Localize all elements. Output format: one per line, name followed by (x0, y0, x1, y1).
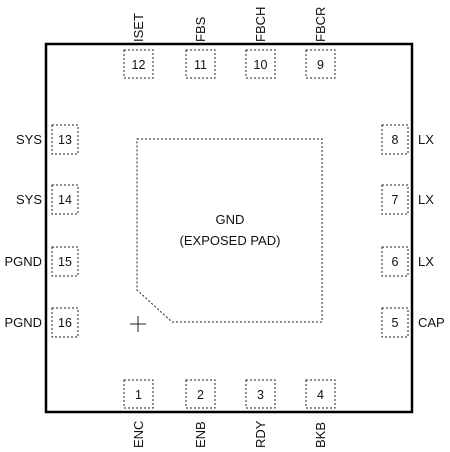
exposed-pad-label-sub: (EXPOSED PAD) (180, 233, 281, 248)
pin-name: ISET (131, 13, 146, 42)
pin-16: 16 PGND (4, 307, 79, 338)
pin-number: 6 (392, 255, 399, 269)
pin-number: 2 (197, 388, 204, 402)
pin-13: 13 SYS (16, 124, 79, 155)
exposed-pad-label-gnd: GND (216, 212, 245, 227)
pin-name: FBCH (253, 7, 268, 42)
pin-number: 10 (254, 58, 268, 72)
pin-14: 14 SYS (16, 184, 79, 215)
pin-name: RDY (253, 420, 268, 448)
pin-name: LX (418, 192, 434, 207)
pin-10: 10 FBCH (245, 7, 276, 79)
pin-name: PGND (4, 254, 42, 269)
package-outline (44, 42, 414, 414)
pin-name: SYS (16, 192, 42, 207)
pin-name: ENB (193, 421, 208, 448)
pin-name: LX (418, 254, 434, 269)
pin-12: 12 ISET (123, 13, 154, 79)
pin-name: ENC (131, 421, 146, 448)
pin-name: LX (418, 132, 434, 147)
pin-name: CAP (418, 315, 445, 330)
pin-name: SYS (16, 132, 42, 147)
pin1-marker-icon (130, 316, 146, 332)
pin-3: 3 RDY (245, 379, 276, 448)
pin-number: 13 (58, 133, 72, 147)
pin-number: 16 (58, 316, 72, 330)
pin-8: 8 LX (381, 124, 434, 155)
pin-5: 5 CAP (381, 307, 445, 338)
pin-9: 9 FBCR (305, 7, 336, 79)
pin-number: 8 (392, 133, 399, 147)
pin-6: 6 LX (381, 246, 434, 277)
pin-number: 4 (317, 388, 324, 402)
pin-name: FBS (193, 16, 208, 42)
pin-number: 15 (58, 255, 72, 269)
pin-number: 5 (392, 316, 399, 330)
pin-name: BKB (313, 422, 328, 448)
pin-11: 11 FBS (185, 16, 216, 79)
pin-number: 3 (257, 388, 264, 402)
pin-15: 15 PGND (4, 246, 79, 277)
pin-name: PGND (4, 315, 42, 330)
pin-number: 14 (58, 193, 72, 207)
pin-number: 1 (135, 388, 142, 402)
pin-1: 1 ENC (123, 379, 154, 448)
pin-4: 4 BKB (305, 379, 336, 448)
pin-number: 11 (194, 58, 207, 72)
pin-number: 12 (132, 58, 146, 72)
pin-name: FBCR (313, 7, 328, 42)
pin-number: 9 (317, 58, 324, 72)
pin-2: 2 ENB (185, 379, 216, 448)
pin-7: 7 LX (381, 184, 434, 215)
pin-number: 7 (392, 193, 399, 207)
